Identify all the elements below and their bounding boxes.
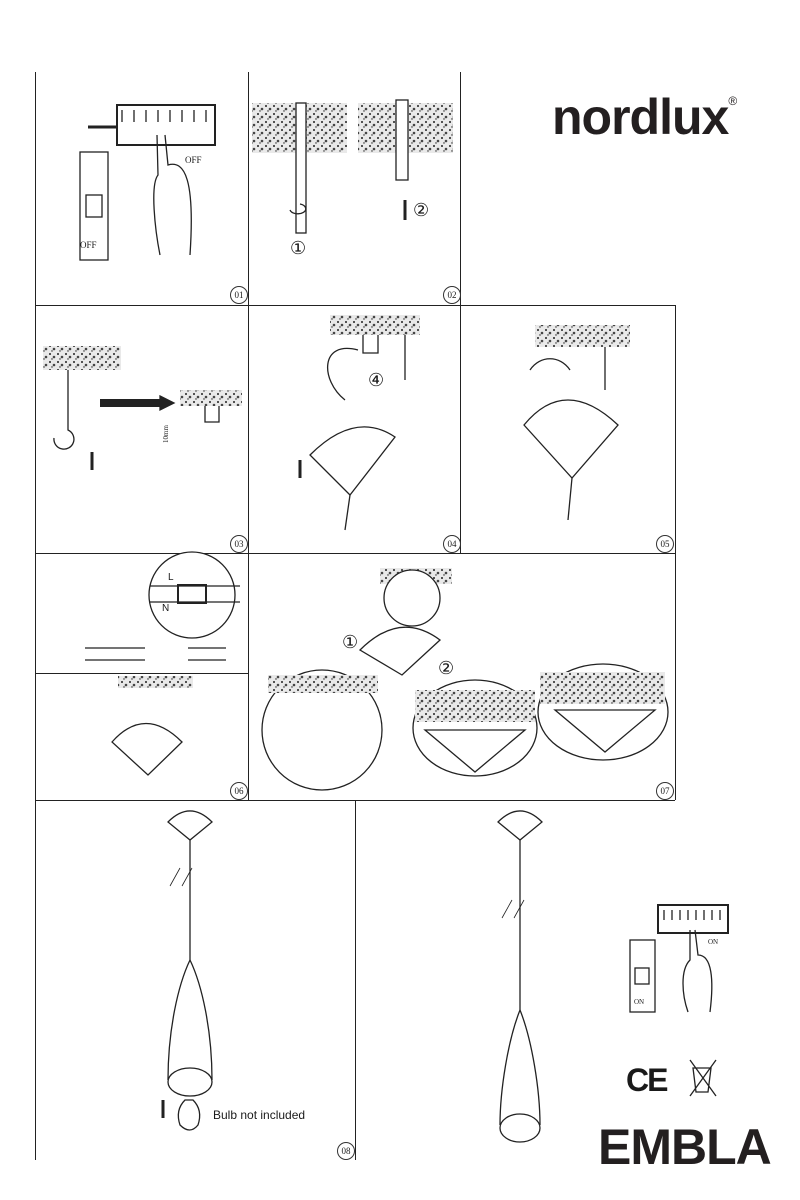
product-name: EMBLA	[598, 1119, 772, 1175]
divider	[35, 305, 675, 306]
step-04-illustration	[298, 315, 420, 531]
step-number: 03	[230, 535, 248, 553]
final-switch-illustration	[629, 904, 729, 1013]
weee-crossed-bin-icon	[689, 1059, 717, 1097]
breaker-off-label: OFF	[80, 240, 97, 250]
ce-mark: CE	[626, 1062, 668, 1098]
divider	[248, 72, 249, 800]
divider	[35, 553, 675, 554]
neutral-label: N	[162, 603, 170, 614]
step-03-illustration	[43, 346, 242, 470]
switch-on-label: ON	[708, 938, 719, 946]
step-07-illustration	[261, 568, 669, 791]
pendant-lamp-right	[497, 810, 543, 1143]
step-number: 06	[230, 782, 248, 800]
step-number: 08	[337, 1142, 355, 1160]
step-marker-2: ②	[413, 200, 430, 220]
divider	[460, 72, 461, 553]
step-06-illustration	[85, 551, 240, 776]
pendant-lamp-left	[161, 810, 213, 1131]
measure-label: 10mm	[161, 425, 170, 443]
logo-text: nordlux	[552, 89, 729, 145]
step-number: 05	[656, 535, 674, 553]
live-label: L	[168, 572, 174, 583]
nordlux-logo: nordlux®	[552, 88, 737, 146]
divider	[675, 305, 676, 800]
step-marker-1: ①	[342, 632, 359, 652]
step-01-illustration	[79, 104, 216, 261]
bulb-note: Bulb not included	[213, 1108, 306, 1122]
breaker-on-label: ON	[634, 998, 645, 1006]
step-marker-4: ④	[368, 370, 385, 390]
divider	[35, 673, 248, 674]
step-02-illustration	[252, 99, 453, 234]
step-number: 01	[230, 286, 248, 304]
step-number: 02	[443, 286, 461, 304]
registered-mark: ®	[728, 94, 737, 108]
step-number: 07	[656, 782, 674, 800]
divider	[355, 800, 356, 1160]
step-05-illustration	[523, 325, 630, 521]
switch-off-label: OFF	[185, 155, 202, 165]
step-marker-1: ①	[290, 238, 307, 258]
step-marker-2: ②	[438, 658, 455, 678]
step-number: 04	[443, 535, 461, 553]
divider	[35, 72, 36, 1160]
